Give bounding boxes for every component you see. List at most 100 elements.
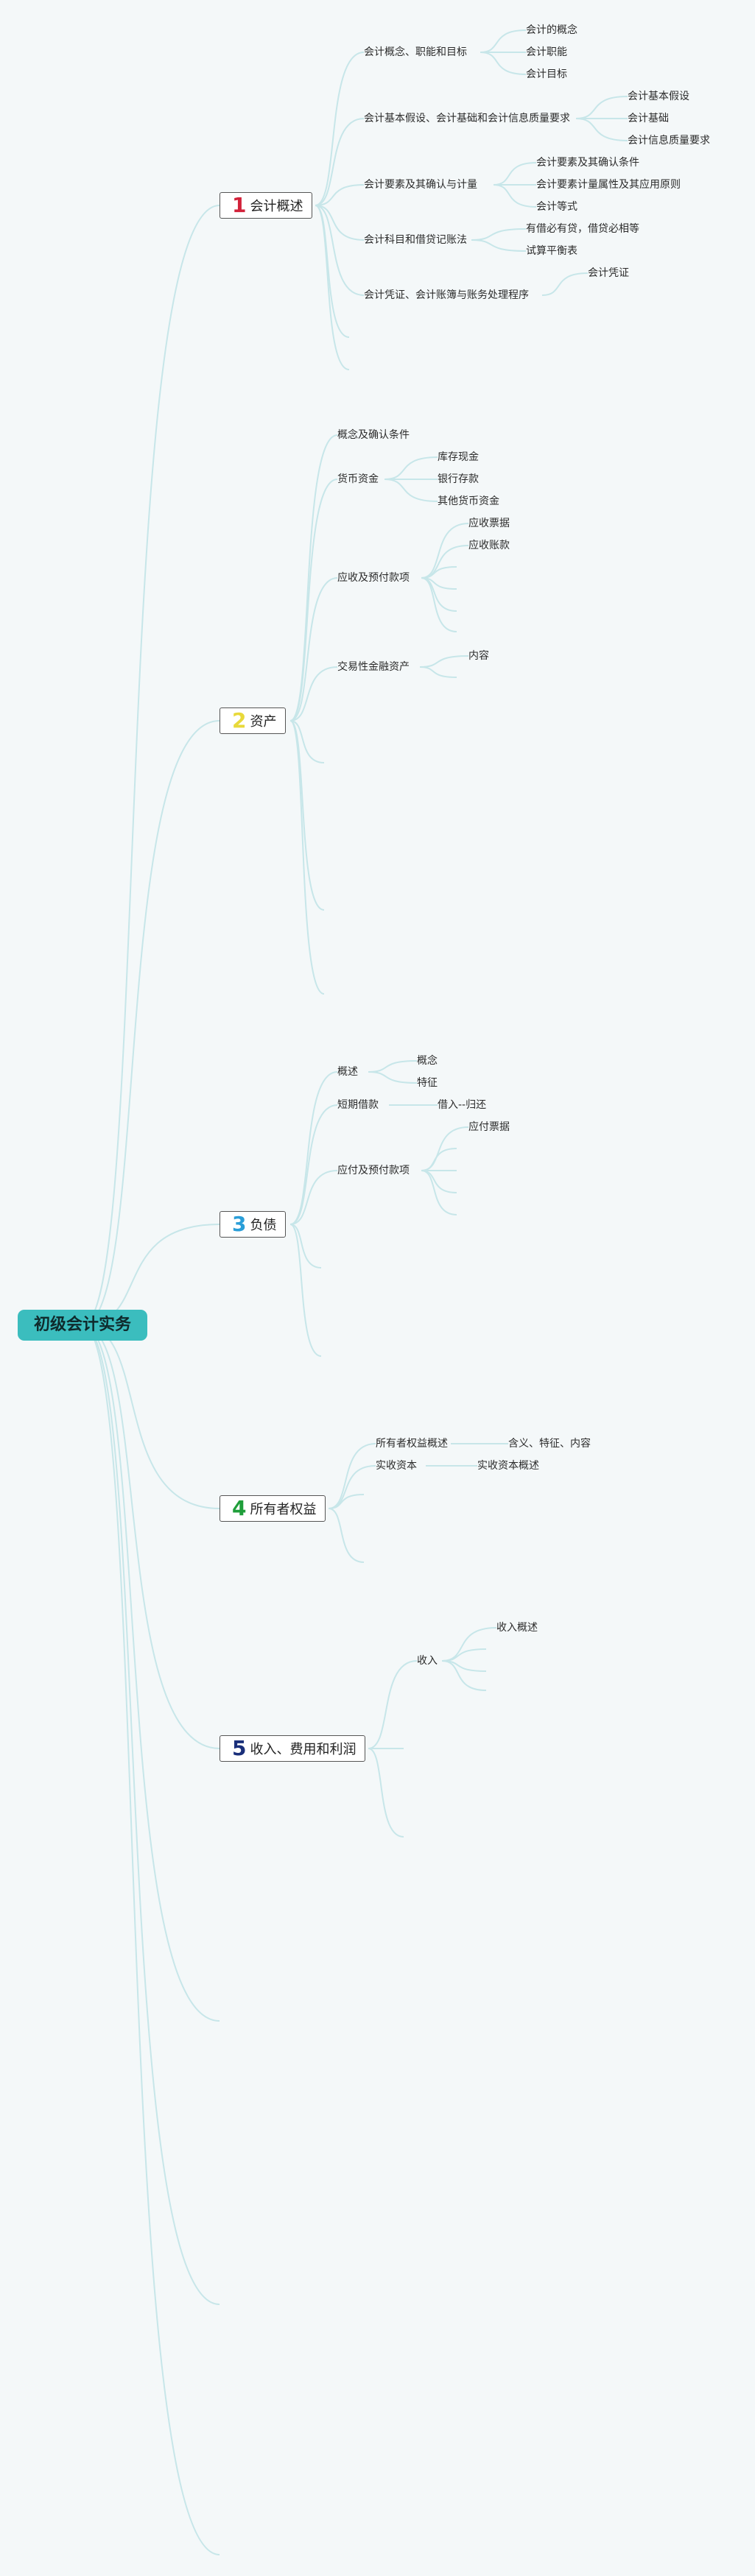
connector-line	[328, 1508, 365, 1563]
topic-node[interactable]: 会计基本假设、会计基础和会计信息质量要求	[364, 113, 570, 124]
leaf-node[interactable]: 应付票据	[468, 1121, 510, 1133]
leaf-node[interactable]: 会计等式	[536, 201, 577, 213]
topic-node[interactable]: 短期借款	[337, 1099, 379, 1111]
leaf-node[interactable]: 概念	[417, 1055, 438, 1067]
topic-node[interactable]: 会计概念、职能和目标	[364, 46, 467, 58]
connector-line	[541, 272, 589, 296]
connector-line	[289, 1224, 322, 1357]
leaf-node[interactable]: 内容	[468, 650, 489, 662]
leaf-node[interactable]: 会计要素及其确认条件	[536, 157, 639, 169]
connector-line	[315, 52, 365, 206]
connector-line	[315, 205, 350, 370]
chapter-number: 5	[232, 1736, 247, 1760]
connector-line	[384, 456, 438, 480]
connector-line	[315, 184, 365, 206]
connector-line	[289, 1224, 322, 1268]
topic-node[interactable]: 会计要素及其确认与计量	[364, 179, 477, 191]
topic-node[interactable]: 应收及预付款项	[337, 572, 410, 584]
leaf-node[interactable]: 会计的概念	[526, 24, 577, 36]
connector-line	[419, 666, 457, 678]
connector-line	[289, 1071, 338, 1225]
connector-line	[421, 1170, 457, 1215]
connector-line	[421, 1126, 469, 1171]
connector-line	[315, 205, 365, 241]
leaf-node[interactable]: 借入--归还	[438, 1099, 487, 1111]
leaf-node[interactable]: 试算平衡表	[526, 245, 577, 257]
topic-node[interactable]: 交易性金融资产	[337, 661, 410, 673]
topic-node[interactable]: 会计凭证、会计账簿与账务处理程序	[364, 289, 529, 301]
leaf-node[interactable]: 其他货币资金	[438, 495, 499, 507]
chapter-title: 所有者权益	[250, 1502, 317, 1517]
leaf-node[interactable]: 有借必有贷，借贷必相等	[526, 223, 639, 235]
connector-line	[368, 1060, 418, 1073]
chapter-number: 4	[232, 1496, 247, 1520]
connector-line	[315, 205, 365, 296]
leaf-node[interactable]: 会计基本假设	[628, 91, 689, 102]
connector-line	[493, 184, 537, 208]
connector-line	[82, 1324, 220, 1749]
connector-line	[328, 1465, 376, 1509]
connector-line	[289, 720, 325, 995]
chapter-number: 3	[232, 1212, 247, 1236]
connector-line	[421, 577, 457, 632]
connector-line	[82, 1324, 220, 2555]
connector-line	[328, 1494, 365, 1509]
root-topic[interactable]: 初级会计实务	[18, 1310, 147, 1341]
connector-line	[480, 52, 527, 75]
connector-line	[289, 720, 325, 763]
topic-node[interactable]: 实收资本	[376, 1460, 417, 1472]
connector-line	[384, 479, 438, 502]
connector-line	[82, 720, 220, 1326]
leaf-node[interactable]: 应收账款	[468, 540, 510, 551]
connector-line	[289, 1104, 338, 1225]
leaf-node[interactable]: 应收票据	[468, 518, 510, 529]
connector-line	[421, 545, 469, 579]
connector-line	[368, 1071, 418, 1084]
connector-line	[289, 720, 325, 911]
leaf-node[interactable]: 含义、特征、内容	[508, 1438, 591, 1450]
topic-node[interactable]: 所有者权益概述	[376, 1438, 448, 1450]
connector-line	[441, 1660, 487, 1691]
topic-node[interactable]: 收入	[417, 1655, 438, 1667]
leaf-node[interactable]: 实收资本概述	[477, 1460, 539, 1472]
connector-line	[328, 1443, 376, 1509]
connector-line	[368, 1748, 404, 1838]
leaf-node[interactable]: 会计目标	[526, 68, 567, 80]
leaf-node[interactable]: 会计要素计量属性及其应用原则	[536, 179, 681, 191]
connector-line	[315, 118, 365, 206]
connector-line	[471, 228, 527, 241]
leaf-node[interactable]: 库存现金	[438, 451, 479, 463]
chapter-title: 收入、费用和利润	[250, 1742, 357, 1757]
connector-line	[421, 577, 457, 612]
topic-node[interactable]: 货币资金	[337, 473, 379, 485]
leaf-node[interactable]: 会计基础	[628, 113, 669, 124]
topic-node[interactable]: 概述	[337, 1066, 358, 1078]
connector-line	[421, 1170, 457, 1193]
leaf-node[interactable]: 特征	[417, 1077, 438, 1089]
topic-node[interactable]: 会计科目和借贷记账法	[364, 234, 467, 246]
topic-node[interactable]: 概念及确认条件	[337, 429, 410, 441]
connector-line	[82, 1324, 220, 2305]
connector-line	[471, 239, 527, 252]
connector-line	[441, 1648, 487, 1662]
chapter-number: 1	[232, 193, 247, 217]
leaf-node[interactable]: 收入概述	[496, 1622, 538, 1634]
connector-line	[289, 434, 338, 721]
connector-line	[575, 96, 628, 119]
leaf-node[interactable]: 会计凭证	[588, 267, 629, 279]
leaf-node[interactable]: 银行存款	[438, 473, 479, 485]
topic-node[interactable]: 应付及预付款项	[337, 1165, 410, 1176]
leaf-node[interactable]: 会计信息质量要求	[628, 135, 710, 147]
connector-line	[289, 479, 338, 721]
connector-line	[493, 162, 537, 186]
connector-line	[289, 577, 338, 721]
connector-line	[421, 523, 469, 579]
connector-line	[441, 1627, 497, 1662]
leaf-node[interactable]: 会计职能	[526, 46, 567, 58]
